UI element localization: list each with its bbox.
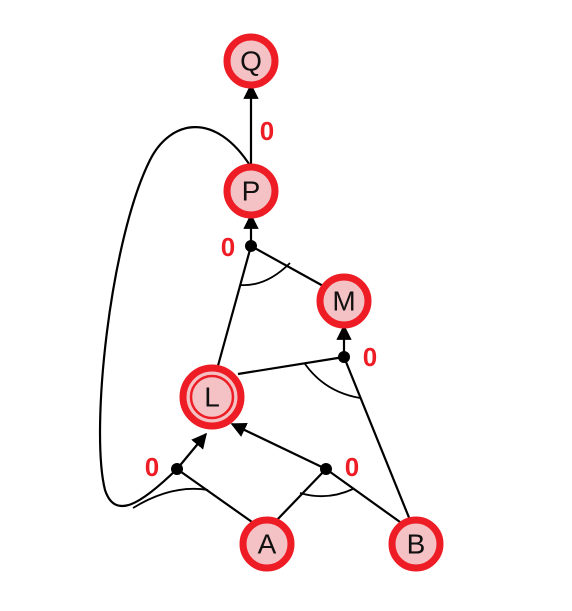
edge-b-to-junction-l2 <box>325 468 401 523</box>
node-l: L <box>179 364 245 430</box>
edge-junction-to-l <box>176 432 207 470</box>
cost-label-a-b-to-l: 0 <box>345 452 359 482</box>
hyperedge-l-b-to-m: 0 <box>237 324 414 526</box>
cost-label-p-a-to-l: 0 <box>145 452 159 482</box>
edge-b-to-junction-m <box>342 356 414 526</box>
junction-dot-l-right <box>320 463 332 475</box>
hyperedge-l-m-to-p: 0 <box>214 213 326 374</box>
node-b-label: B <box>407 529 426 560</box>
node-m: M <box>316 273 372 329</box>
and-arc-p <box>239 262 291 286</box>
edge-a-to-junction-l2 <box>274 468 327 523</box>
node-q-label: Q <box>240 46 262 77</box>
node-b-circle <box>388 516 444 572</box>
node-p: P <box>223 163 279 219</box>
node-a: A <box>239 516 295 572</box>
junction-dot-p <box>245 240 257 252</box>
and-arc-m <box>304 363 361 399</box>
and-arc-l-right <box>299 488 354 498</box>
hyperedge-p-a-to-l: 0 <box>98 126 253 523</box>
junction-dot-l-left <box>171 463 183 475</box>
edge-junction2-to-l <box>230 423 327 470</box>
node-a-label: A <box>258 529 277 560</box>
node-b: B <box>388 516 444 572</box>
edge-l-to-junction-m <box>237 355 345 376</box>
node-p-circle <box>223 163 279 219</box>
cost-label-p-to-q: 0 <box>260 116 274 146</box>
edge-p-loop-to-junction-l <box>98 126 252 508</box>
node-m-circle <box>316 273 372 329</box>
cost-label-l-m-to-p: 0 <box>221 232 235 262</box>
node-a-circle <box>239 516 295 572</box>
node-q-circle <box>223 33 279 89</box>
edge-a-to-junction-l <box>176 468 253 523</box>
junction-dot-m <box>338 351 350 363</box>
node-l-label: L <box>204 382 220 413</box>
node-l-inner-ring <box>189 374 235 420</box>
edge-l-to-junction-p <box>214 245 253 374</box>
hyperedge-p-to-q: 0 <box>243 83 274 167</box>
and-arc-l-left <box>132 487 209 509</box>
node-m-label: M <box>332 286 355 317</box>
cost-label-l-b-to-m: 0 <box>363 342 377 372</box>
node-q: Q <box>223 33 279 89</box>
hyperedge-a-b-to-l: 0 <box>230 423 401 523</box>
node-p-label: P <box>242 176 261 207</box>
edge-m-to-junction-p <box>250 245 326 288</box>
